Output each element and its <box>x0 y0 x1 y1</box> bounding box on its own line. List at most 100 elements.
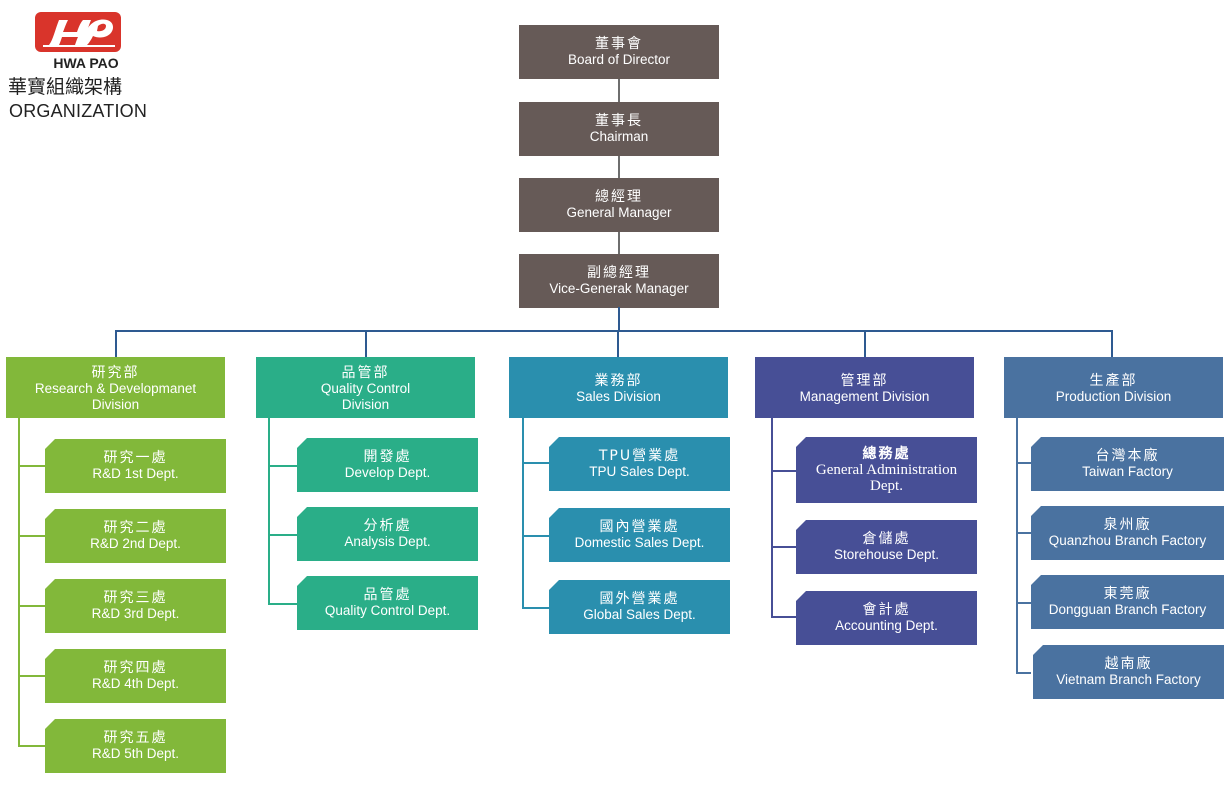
node-label-en: Vice-Generak Manager <box>549 281 689 296</box>
node-label-en: Dongguan Branch Factory <box>1048 602 1207 617</box>
node-label-zh: 業務部 <box>594 372 643 389</box>
chart-title-en: ORGANIZATION <box>9 101 148 121</box>
node-label-zh: 研究一處 <box>103 450 168 466</box>
node-label-en: Quality Control Dept. <box>324 603 451 618</box>
connector-quality-trunk <box>268 418 270 604</box>
node-label-zh: 國外營業處 <box>599 591 680 607</box>
node-label-zh: 研究三處 <box>103 590 168 606</box>
node-management-division: 管理部 Management Division <box>755 357 974 418</box>
node-board-of-director: 董事會 Board of Director <box>519 25 719 79</box>
chart-title-zh: 華寶組織架構 <box>8 76 123 98</box>
connector-quality-2 <box>268 534 297 536</box>
connector-sales-trunk <box>522 418 524 608</box>
node-label-en: R&D 2nd Dept. <box>90 536 181 551</box>
node-label-en: Taiwan Factory <box>1082 464 1173 479</box>
node-label-en: Storehouse Dept. <box>833 547 940 562</box>
connector-management-3 <box>771 616 796 618</box>
connector-production-4 <box>1016 672 1031 674</box>
node-general-manager: 總經理 General Manager <box>519 178 719 232</box>
node-label-zh: 研究二處 <box>103 520 168 536</box>
connector-production-2 <box>1016 532 1031 534</box>
node-label-en: Develop Dept. <box>344 465 431 480</box>
node-label-zh: TPU營業處 <box>598 448 681 464</box>
connector-rnd-5 <box>18 745 45 747</box>
node-develop-dept: 開發處 Develop Dept. <box>297 438 478 492</box>
connector-sales-3 <box>522 607 549 609</box>
node-label-en: R&D 1st Dept. <box>92 466 179 481</box>
connector-management-2 <box>771 546 796 548</box>
node-label-en: Chairman <box>589 129 649 144</box>
node-label-en: Board of Director <box>567 52 671 67</box>
node-storehouse-dept: 倉儲處 Storehouse Dept. <box>796 520 977 574</box>
node-rnd-division: 研究部 Research & Developmanet Division <box>6 357 225 418</box>
connector-gm-vgm <box>618 231 620 254</box>
node-rnd-4th-dept: 研究四處 R&D 4th Dept. <box>45 649 226 703</box>
node-label-en: Accounting Dept. <box>835 618 938 633</box>
connector-production-1 <box>1016 462 1031 464</box>
connector-production-3 <box>1016 602 1031 604</box>
node-analysis-dept: 分析處 Analysis Dept. <box>297 507 478 561</box>
connector-management-1 <box>771 470 796 472</box>
node-label-en: Global Sales Dept. <box>583 607 696 622</box>
node-rnd-2nd-dept: 研究二處 R&D 2nd Dept. <box>45 509 226 563</box>
node-vice-general-manager: 副總經理 Vice-Generak Manager <box>519 254 719 308</box>
node-label-en: Analysis Dept. <box>344 534 431 549</box>
node-rnd-5th-dept: 研究五處 R&D 5th Dept. <box>45 719 226 773</box>
node-label-en: Domestic Sales Dept. <box>574 535 705 550</box>
connector-division-bus <box>115 330 1112 332</box>
connector-quality-3 <box>268 603 297 605</box>
node-label-en: Sales Division <box>576 388 661 404</box>
connector-vgm-bus <box>618 307 620 331</box>
connector-sales-2 <box>522 535 549 537</box>
node-global-sales-dept: 國外營業處 Global Sales Dept. <box>549 580 730 634</box>
connector-rnd-4 <box>18 675 45 677</box>
connector-bus-management <box>864 330 866 357</box>
node-production-division: 生產部 Production Division <box>1004 357 1223 418</box>
brand-name: HWA PAO <box>53 55 119 71</box>
node-general-administration-dept: 總務處 General Administration Dept. <box>796 437 977 503</box>
node-label-zh: 總務處 <box>862 446 911 462</box>
node-quality-control-dept: 品管處 Quality Control Dept. <box>297 576 478 630</box>
node-rnd-3rd-dept: 研究三處 R&D 3rd Dept. <box>45 579 226 633</box>
connector-rnd-3 <box>18 605 45 607</box>
node-label-zh: 管理部 <box>840 372 889 389</box>
node-label-zh: 研究五處 <box>103 730 168 746</box>
node-label-en: TPU Sales Dept. <box>589 464 690 479</box>
node-label-en: Research & Developmanet Division <box>34 380 197 412</box>
node-label-en: R&D 3rd Dept. <box>91 606 180 621</box>
connector-rnd-1 <box>18 465 45 467</box>
node-label-zh: 副總經理 <box>587 265 651 281</box>
hp-logo-icon <box>43 19 115 47</box>
node-label-en: R&D 5th Dept. <box>91 746 180 761</box>
node-tpu-sales-dept: TPU營業處 TPU Sales Dept. <box>549 437 730 491</box>
node-dongguan-branch-factory: 東莞廠 Dongguan Branch Factory <box>1031 575 1224 629</box>
node-quality-division: 品管部 Quality Control Division <box>256 357 475 418</box>
node-label-en: R&D 4th Dept. <box>91 676 180 691</box>
node-label-zh: 總經理 <box>595 189 643 205</box>
connector-rnd-2 <box>18 535 45 537</box>
node-label-zh: 台灣本廠 <box>1095 448 1160 464</box>
node-accounting-dept: 會計處 Accounting Dept. <box>796 591 977 645</box>
node-label-zh: 泉州廠 <box>1103 517 1152 533</box>
node-taiwan-factory: 台灣本廠 Taiwan Factory <box>1031 437 1224 491</box>
connector-management-trunk <box>771 418 773 617</box>
node-label-zh: 研究部 <box>91 364 140 381</box>
node-vietnam-branch-factory: 越南廠 Vietnam Branch Factory <box>1033 645 1224 699</box>
node-label-en: Management Division <box>799 388 930 404</box>
connector-bus-rnd <box>115 330 117 357</box>
node-label-zh: 生產部 <box>1089 372 1138 389</box>
connector-production-trunk <box>1016 418 1018 673</box>
connector-sales-1 <box>522 462 549 464</box>
node-label-en: General Manager <box>566 205 672 220</box>
node-label-zh: 國內營業處 <box>599 519 680 535</box>
node-label-zh: 東莞廠 <box>1103 586 1152 602</box>
node-label-zh: 董事會 <box>595 36 643 52</box>
node-label-en: Vietnam Branch Factory <box>1056 672 1201 687</box>
connector-bus-quality <box>365 330 367 357</box>
node-label-zh: 倉儲處 <box>862 531 911 547</box>
node-label-en: Quanzhou Branch Factory <box>1048 533 1207 548</box>
node-label-zh: 董事長 <box>595 113 643 129</box>
connector-bus-sales <box>617 330 619 357</box>
node-label-en: Production Division <box>1055 388 1172 404</box>
node-label-en: General Administration Dept. <box>815 462 958 494</box>
